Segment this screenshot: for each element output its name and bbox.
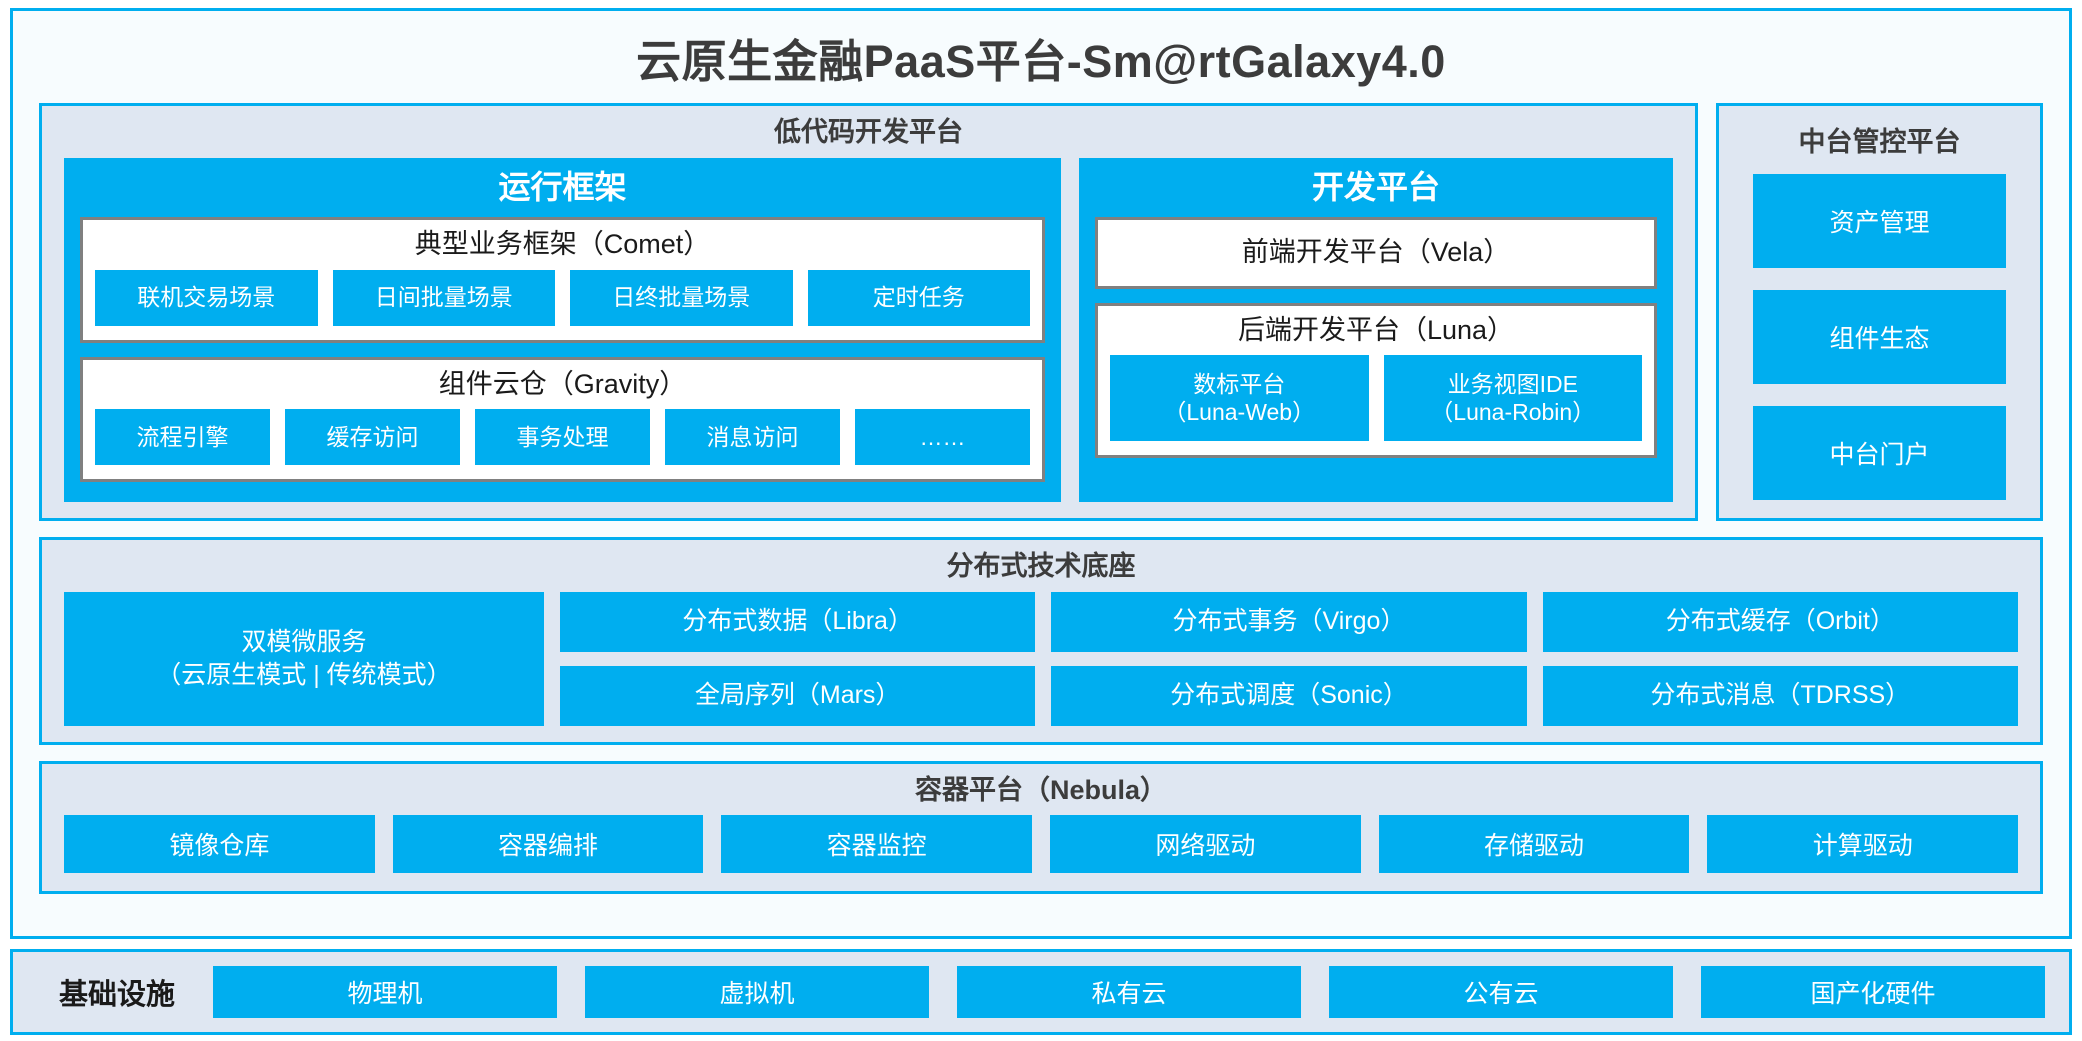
distributed-item-tdrss[interactable]: 分布式消息（TDRSS）	[1542, 665, 2018, 726]
midoffice-item-component-ecosystem[interactable]: 组件生态	[1753, 289, 2006, 384]
container-item-monitoring[interactable]: 容器监控	[721, 815, 1033, 874]
gravity-card: 组件云仓（Gravity） 流程引擎 缓存访问 事务处理 消息访问 ……	[80, 356, 1045, 483]
luna-backend-card: 后端开发平台（Luna） 数标平台 （Luna-Web） 业务视图IDE （Lu…	[1095, 302, 1657, 459]
distributed-base-body: 双模微服务 （云原生模式 | 传统模式） 分布式数据（Libra） 全局序列（M…	[42, 591, 2040, 726]
container-platform-panel: 容器平台（Nebula） 镜像仓库 容器编排 容器监控 网络驱动 存储驱动 计算…	[39, 760, 2043, 895]
comet-item-intraday-batch[interactable]: 日间批量场景	[332, 269, 555, 326]
distributed-base-title: 分布式技术底座	[946, 551, 1136, 581]
vela-frontend-title: 前端开发平台（Vela）	[1241, 236, 1511, 267]
distributed-base-panel: 分布式技术底座 双模微服务 （云原生模式 | 传统模式） 分布式数据（Libra…	[39, 537, 2043, 745]
infrastructure-item-private-cloud[interactable]: 私有云	[957, 966, 1302, 1018]
comet-item-online-transaction[interactable]: 联机交易场景	[95, 269, 318, 326]
gravity-item-transaction-processing[interactable]: 事务处理	[475, 409, 650, 466]
gravity-title: 组件云仓（Gravity）	[438, 368, 687, 399]
runtime-framework-title: 运行框架	[498, 168, 627, 205]
vela-frontend-card[interactable]: 前端开发平台（Vela）	[1095, 216, 1657, 289]
distributed-item-sonic[interactable]: 分布式调度（Sonic）	[1051, 665, 1527, 726]
comet-card: 典型业务框架（Comet） 联机交易场景 日间批量场景 日终批量场景 定时任务	[80, 216, 1045, 343]
infrastructure-item-virtual-machine[interactable]: 虚拟机	[585, 966, 930, 1018]
container-item-orchestration[interactable]: 容器编排	[392, 815, 704, 874]
development-platform-title: 开发平台	[1311, 168, 1440, 205]
midoffice-items: 资产管理 组件生态 中台门户	[1719, 173, 2040, 501]
distributed-featured-column: 双模微服务 （云原生模式 | 传统模式）	[64, 591, 544, 726]
infrastructure-panel: 基础设施 物理机 虚拟机 私有云 公有云 国产化硬件	[10, 949, 2072, 1035]
lowcode-platform-panel: 低代码开发平台 运行框架 典型业务框架（Comet） 联机交易场景 日间批量场景…	[39, 103, 1698, 521]
infrastructure-item-public-cloud[interactable]: 公有云	[1329, 966, 1674, 1018]
gravity-item-cache-access[interactable]: 缓存访问	[285, 409, 460, 466]
infrastructure-item-domestic-hardware[interactable]: 国产化硬件	[1701, 966, 2046, 1018]
luna-backend-items: 数标平台 （Luna-Web） 业务视图IDE （Luna-Robin）	[1110, 355, 1642, 442]
midoffice-item-portal[interactable]: 中台门户	[1753, 405, 2006, 501]
top-row: 低代码开发平台 运行框架 典型业务框架（Comet） 联机交易场景 日间批量场景…	[39, 103, 2043, 521]
luna-backend-title: 后端开发平台（Luna）	[1237, 314, 1515, 345]
runtime-framework-block: 运行框架 典型业务框架（Comet） 联机交易场景 日间批量场景 日终批量场景 …	[64, 157, 1061, 502]
container-platform-title: 容器平台（Nebula）	[914, 774, 1168, 805]
title-bar: 云原生金融PaaS平台-Sm@rtGalaxy4.0	[39, 11, 2043, 103]
container-item-image-registry[interactable]: 镜像仓库	[64, 815, 375, 874]
comet-item-scheduled-task[interactable]: 定时任务	[807, 269, 1030, 326]
luna-item-luna-web[interactable]: 数标平台 （Luna-Web）	[1110, 355, 1369, 442]
distributed-item-virgo[interactable]: 分布式事务（Virgo）	[1051, 591, 1527, 652]
distributed-column-3: 分布式缓存（Orbit） 分布式消息（TDRSS）	[1542, 591, 2018, 726]
distributed-item-libra[interactable]: 分布式数据（Libra）	[560, 591, 1036, 652]
distributed-column-1: 分布式数据（Libra） 全局序列（Mars）	[560, 591, 1036, 726]
distributed-item-mars[interactable]: 全局序列（Mars）	[560, 665, 1036, 726]
distributed-item-orbit[interactable]: 分布式缓存（Orbit）	[1542, 591, 2018, 652]
container-platform-body: 镜像仓库 容器编排 容器监控 网络驱动 存储驱动 计算驱动	[42, 815, 2040, 874]
distributed-item-dual-mode-microservice[interactable]: 双模微服务 （云原生模式 | 传统模式）	[64, 591, 544, 726]
luna-item-luna-robin[interactable]: 业务视图IDE （Luna-Robin）	[1383, 355, 1642, 442]
infrastructure-item-physical-machine[interactable]: 物理机	[213, 966, 558, 1018]
gravity-items: 流程引擎 缓存访问 事务处理 消息访问 ……	[95, 409, 1030, 466]
midoffice-item-asset-management[interactable]: 资产管理	[1753, 173, 2006, 268]
page-title: 云原生金融PaaS平台-Sm@rtGalaxy4.0	[636, 35, 1446, 87]
lowcode-platform-title: 低代码开发平台	[774, 117, 963, 147]
gravity-item-process-engine[interactable]: 流程引擎	[95, 409, 270, 466]
container-item-storage-driver[interactable]: 存储驱动	[1378, 815, 1690, 874]
development-platform-block: 开发平台 前端开发平台（Vela） 后端开发平台（Luna） 数标平台 （Lun…	[1079, 157, 1673, 502]
midoffice-control-panel: 中台管控平台 资产管理 组件生态 中台门户	[1716, 103, 2043, 521]
infrastructure-label: 基础设施	[59, 979, 176, 1011]
comet-items: 联机交易场景 日间批量场景 日终批量场景 定时任务	[95, 269, 1030, 326]
comet-title: 典型业务框架（Comet）	[414, 228, 711, 259]
gravity-item-message-access[interactable]: 消息访问	[665, 409, 840, 466]
container-item-network-driver[interactable]: 网络驱动	[1050, 815, 1361, 874]
container-item-compute-driver[interactable]: 计算驱动	[1707, 815, 2019, 874]
midoffice-control-title: 中台管控平台	[1798, 127, 1961, 157]
comet-item-eod-batch[interactable]: 日终批量场景	[570, 269, 793, 326]
platform-frame: 云原生金融PaaS平台-Sm@rtGalaxy4.0 低代码开发平台 运行框架 …	[10, 8, 2072, 939]
lowcode-platform-body: 运行框架 典型业务框架（Comet） 联机交易场景 日间批量场景 日终批量场景 …	[42, 157, 1695, 502]
gravity-item-more[interactable]: ……	[855, 409, 1030, 466]
distributed-column-2: 分布式事务（Virgo） 分布式调度（Sonic）	[1051, 591, 1527, 726]
